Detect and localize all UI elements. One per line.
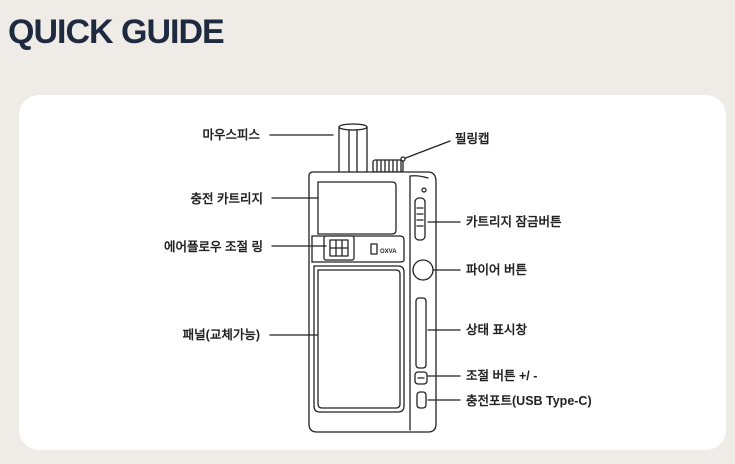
cartridge-lock-drawing [414,187,427,241]
label-panel: 패널(교체가능) [182,328,260,342]
label-cartridge-lock: 카트리지 잠금버튼 [466,215,562,229]
filling-cap-drawing [372,159,404,173]
label-adjust-buttons: 조절 버튼 +/ - [466,369,538,383]
status-window-drawing [415,297,427,369]
label-filling-cap: 필링캡 [455,132,490,146]
mouthpiece-drawing [338,123,368,175]
label-fire-button: 파이어 버튼 [466,263,527,277]
label-status-window: 상태 표시창 [466,323,527,337]
page-title: QUICK GUIDE [8,13,225,51]
label-charging-port: 충전포트(USB Type-C) [466,394,592,408]
brand-badge-drawing [370,243,378,255]
fire-button-drawing [412,259,434,281]
label-mouthpiece: 마우스피스 [202,128,260,142]
label-airflow-ring: 에어플로우 조절 링 [164,240,263,254]
brand-text: OXVA [380,249,397,255]
usb-port-drawing [416,391,427,409]
label-cartridge: 충전 카트리지 [190,192,263,206]
adjust-buttons-drawing [414,371,428,385]
airflow-ring-drawing [323,235,355,261]
leader-lines [269,134,461,401]
